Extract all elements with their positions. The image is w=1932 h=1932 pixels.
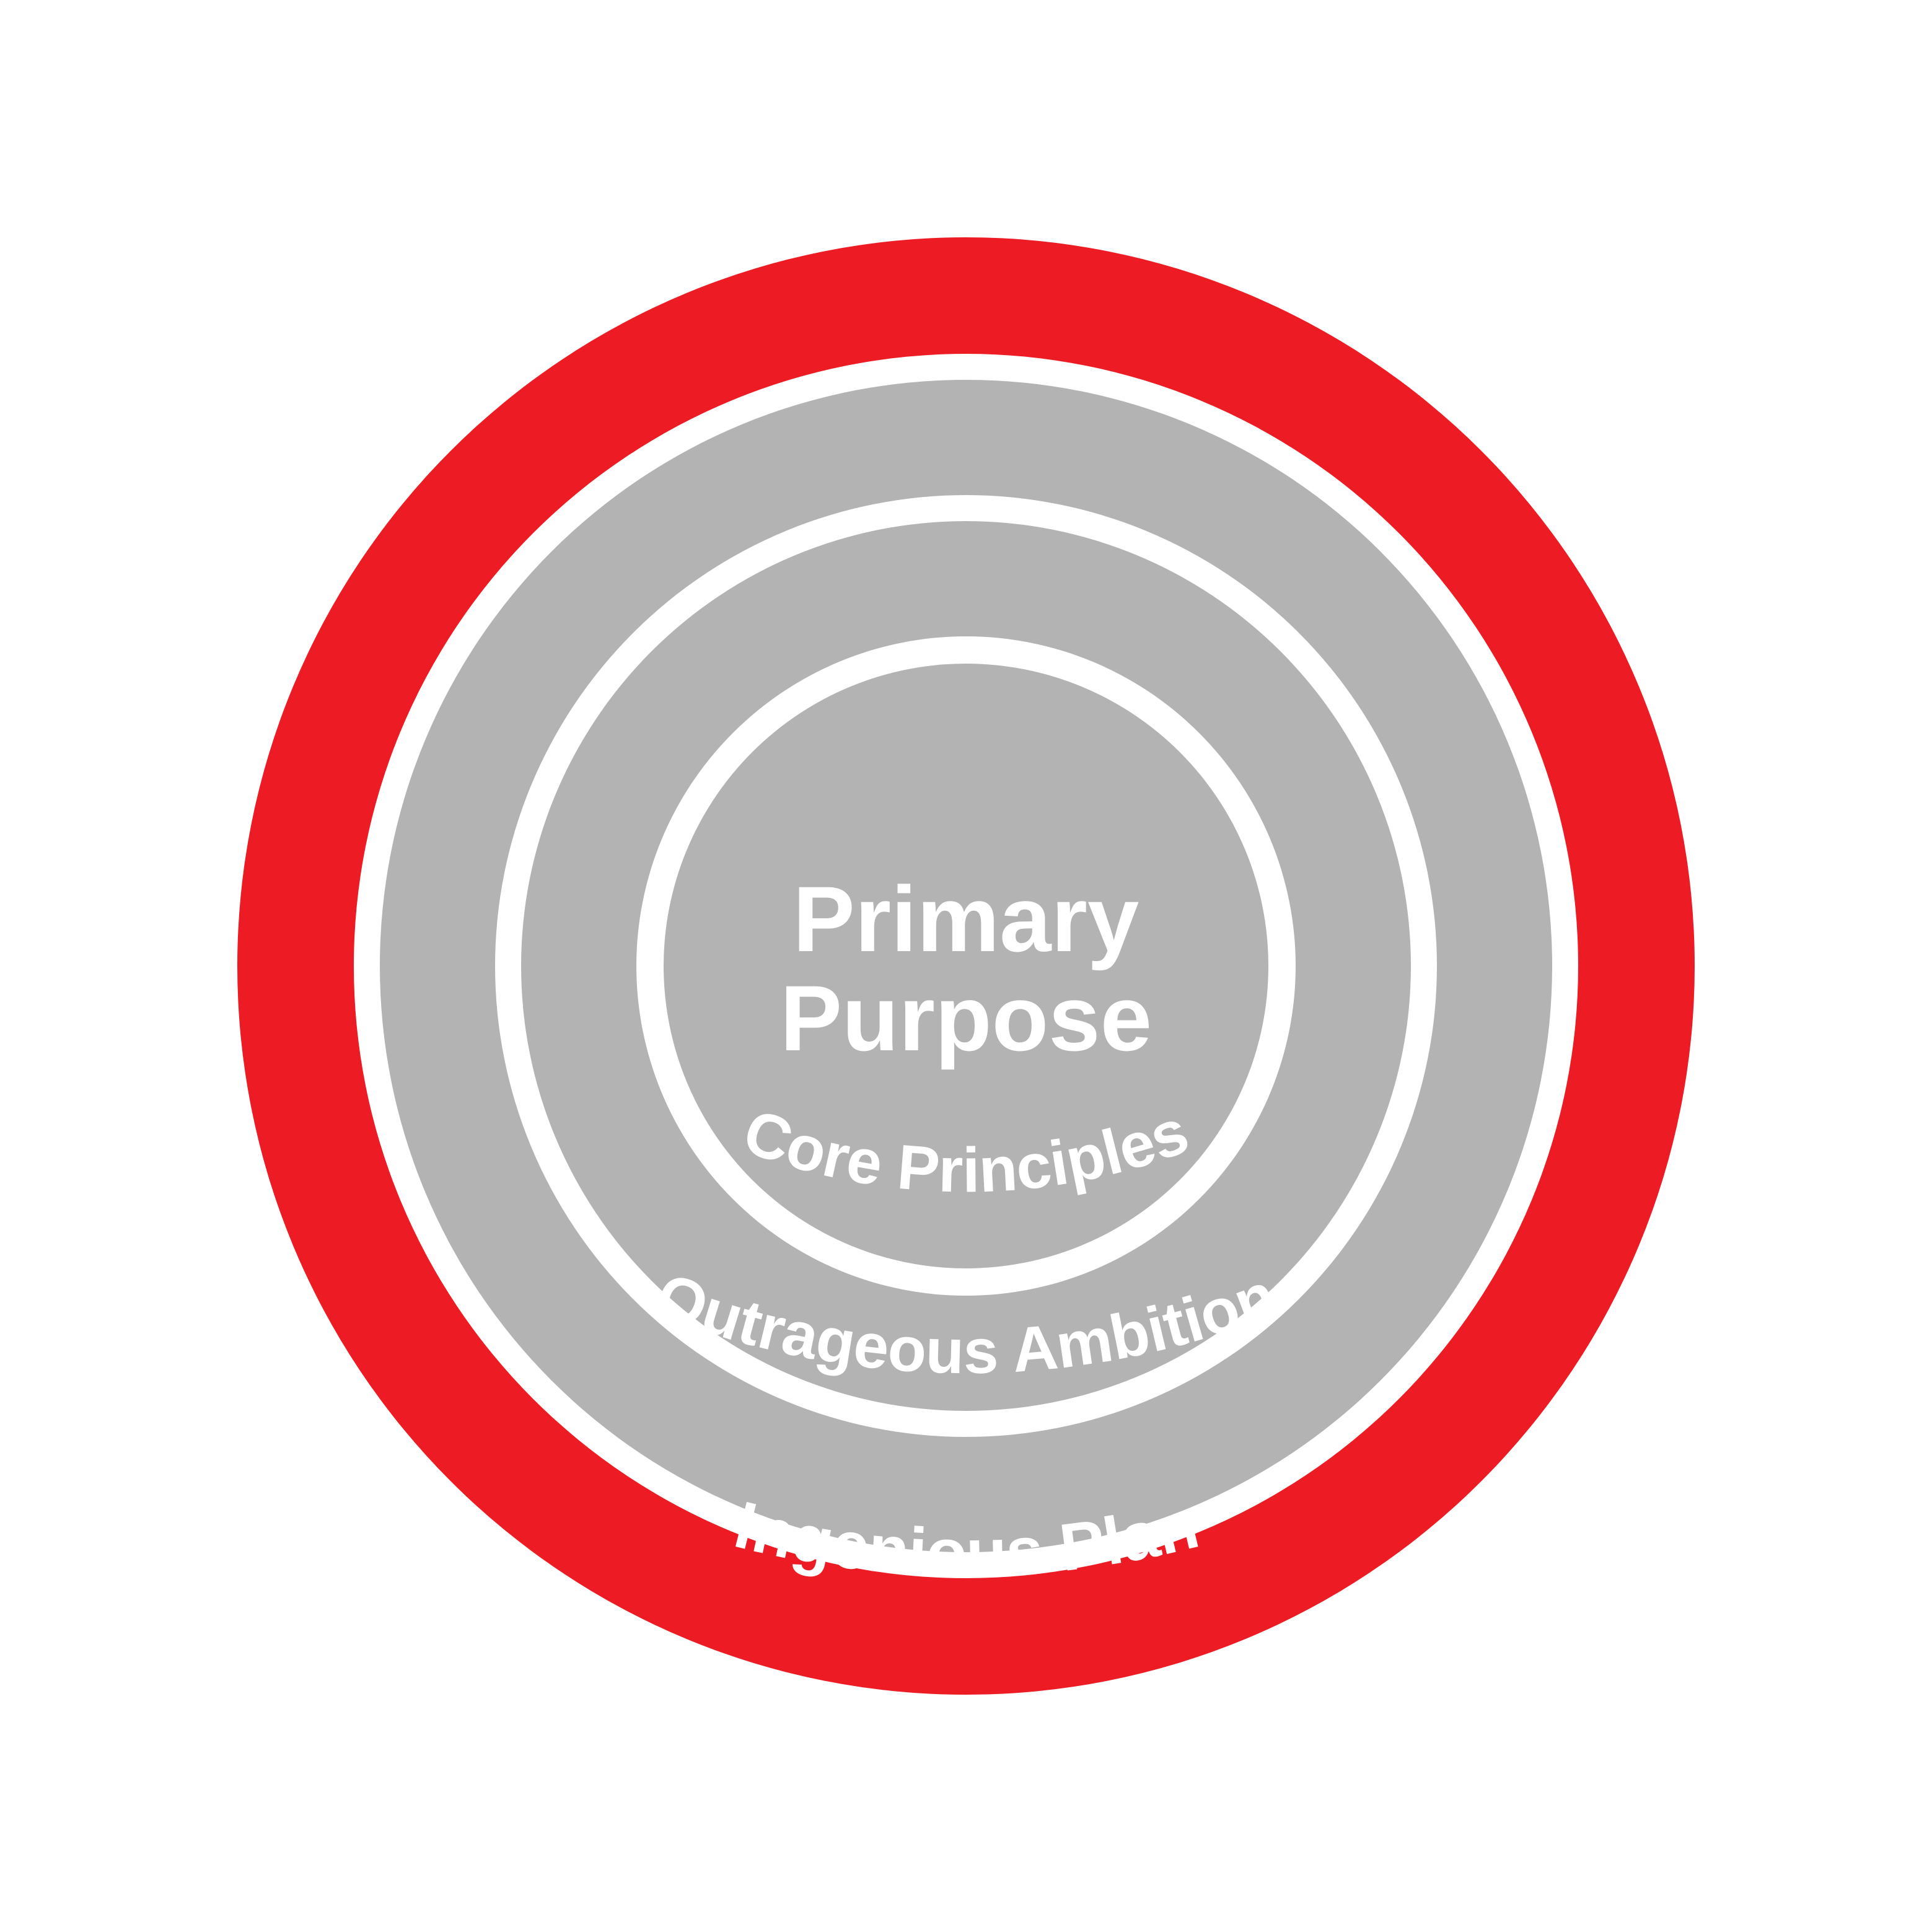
primary-purpose-label-line2: Purpose (780, 966, 1152, 1070)
primary-purpose-label: Primary (793, 867, 1139, 971)
primary-purpose-circle (664, 664, 1268, 1268)
